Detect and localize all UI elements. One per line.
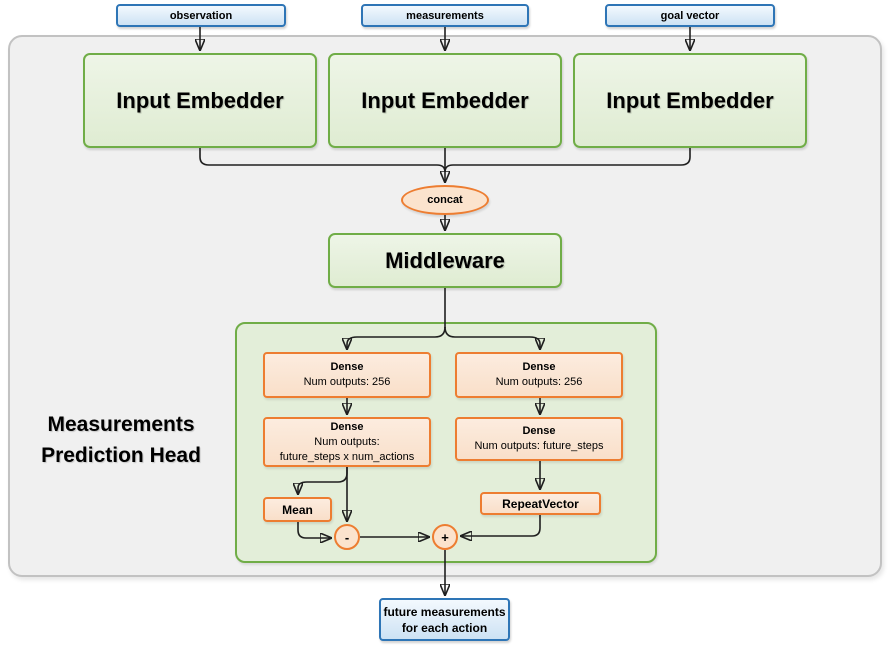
minus-node: - (334, 524, 360, 550)
dense-right-1-title: Dense (522, 361, 556, 373)
mean-box-label: Mean (282, 502, 313, 517)
output-box: future measurements for each action (379, 598, 510, 641)
dense-right-2-title: Dense (522, 425, 556, 437)
dense-right-2: Dense Num outputs: future_steps (455, 417, 623, 461)
repeat-vector-box-label: RepeatVector (502, 496, 579, 511)
dense-left-1-title: Dense (330, 361, 364, 373)
input-embedder-1-label: Input Embedder (116, 87, 284, 113)
dense-left-1: Dense Num outputs: 256 (263, 352, 431, 398)
repeat-vector-box: RepeatVector (480, 492, 601, 515)
middleware-box: Middleware (328, 233, 562, 288)
input-box-measurements: measurements (361, 4, 529, 27)
prediction-head-label-line2: Prediction Head (41, 444, 201, 467)
dense-right-1: Dense Num outputs: 256 (455, 352, 623, 398)
dense-left-2: Dense Num outputs: future_steps x num_ac… (263, 417, 431, 467)
input-box-goal-vector: goal vector (605, 4, 775, 27)
prediction-head-label: Measurements Prediction Head (16, 409, 226, 471)
dense-right-2-subtitle: Num outputs: future_steps (474, 440, 604, 452)
dense-left-2-title: Dense (330, 420, 364, 433)
plus-node: + (432, 524, 458, 550)
input-embedder-1: Input Embedder (83, 53, 317, 148)
minus-node-label: - (344, 529, 350, 545)
prediction-head-label-line1: Measurements (47, 413, 195, 436)
dense-left-2-subtitle2: future_steps x num_actions (279, 450, 415, 463)
input-embedder-3-label: Input Embedder (606, 87, 774, 113)
dense-right-1-subtitle: Num outputs: 256 (495, 376, 583, 388)
concat-node: concat (401, 185, 489, 215)
output-box-line1: future measurements (383, 604, 506, 619)
concat-node-label: concat (427, 194, 463, 206)
mean-box: Mean (263, 497, 332, 522)
input-box-measurements-label: measurements (406, 9, 484, 22)
middleware-box-label: Middleware (385, 247, 505, 273)
input-box-observation-label: observation (169, 9, 233, 22)
input-embedder-2: Input Embedder (328, 53, 562, 148)
plus-node-label: + (441, 529, 449, 545)
input-box-observation: observation (116, 4, 286, 27)
dense-left-1-subtitle: Num outputs: 256 (303, 376, 391, 388)
input-embedder-3: Input Embedder (573, 53, 807, 148)
input-box-goal-vector-label: goal vector (660, 9, 720, 22)
input-embedder-2-label: Input Embedder (361, 87, 529, 113)
dense-left-2-subtitle: Num outputs: (314, 435, 380, 448)
output-box-line2: for each action (401, 620, 488, 635)
